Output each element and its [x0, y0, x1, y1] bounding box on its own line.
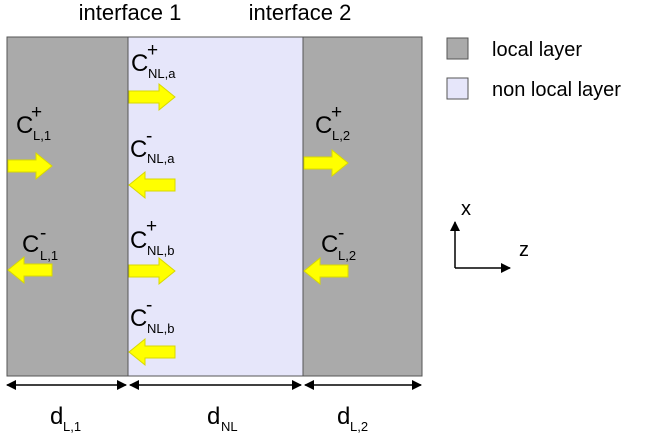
- arrow-right-cl1-plus: [7, 151, 53, 181]
- local-layer-2: [302, 36, 423, 377]
- legend-local-label: local layer: [492, 39, 582, 61]
- coef-cl1-minus: CL,1-: [22, 223, 58, 263]
- coef-cnla-plus: CNL,a+: [131, 40, 176, 81]
- interface-1-label: interface 1: [79, 0, 182, 25]
- wave-arrows: [7, 82, 349, 367]
- arrow-left-cnlb-minus: [128, 337, 176, 367]
- arrow-right-cl2-plus: [303, 148, 349, 178]
- legend-nonlocal-label: non local layer: [492, 79, 621, 101]
- coef-cnlb-plus: CNL,b+: [130, 216, 174, 258]
- arrow-left-cl1-minus: [7, 255, 53, 285]
- local-layer-1: [6, 36, 129, 377]
- arrow-left-cnla-minus: [128, 170, 176, 200]
- coef-cl2-minus: CL,2-: [321, 223, 356, 263]
- arrow-left-cl2-minus: [303, 256, 349, 286]
- arrow-right-cnla-plus: [128, 82, 176, 112]
- coef-cl1-plus: CL,1+: [16, 102, 51, 143]
- arrow-right-cnlb-plus: [128, 256, 176, 286]
- legend-nonlocal-swatch: [446, 77, 469, 100]
- coef-cnlb-minus: CNL,b-: [130, 295, 174, 336]
- axes-indicator: x z: [450, 198, 529, 273]
- coef-cl2-plus: CL,2+: [315, 102, 350, 143]
- coef-cnla-minus: CNL,a-: [130, 126, 175, 166]
- z-axis-label: z: [519, 239, 529, 261]
- dim-label-dl2: dL,2: [337, 403, 368, 434]
- dim-label-dnl: dNL: [207, 403, 238, 434]
- x-axis-label: x: [461, 198, 471, 220]
- legend-local-swatch: [446, 37, 469, 60]
- dim-label-dl1: dL,1: [50, 403, 81, 434]
- interface-2-label: interface 2: [249, 0, 352, 25]
